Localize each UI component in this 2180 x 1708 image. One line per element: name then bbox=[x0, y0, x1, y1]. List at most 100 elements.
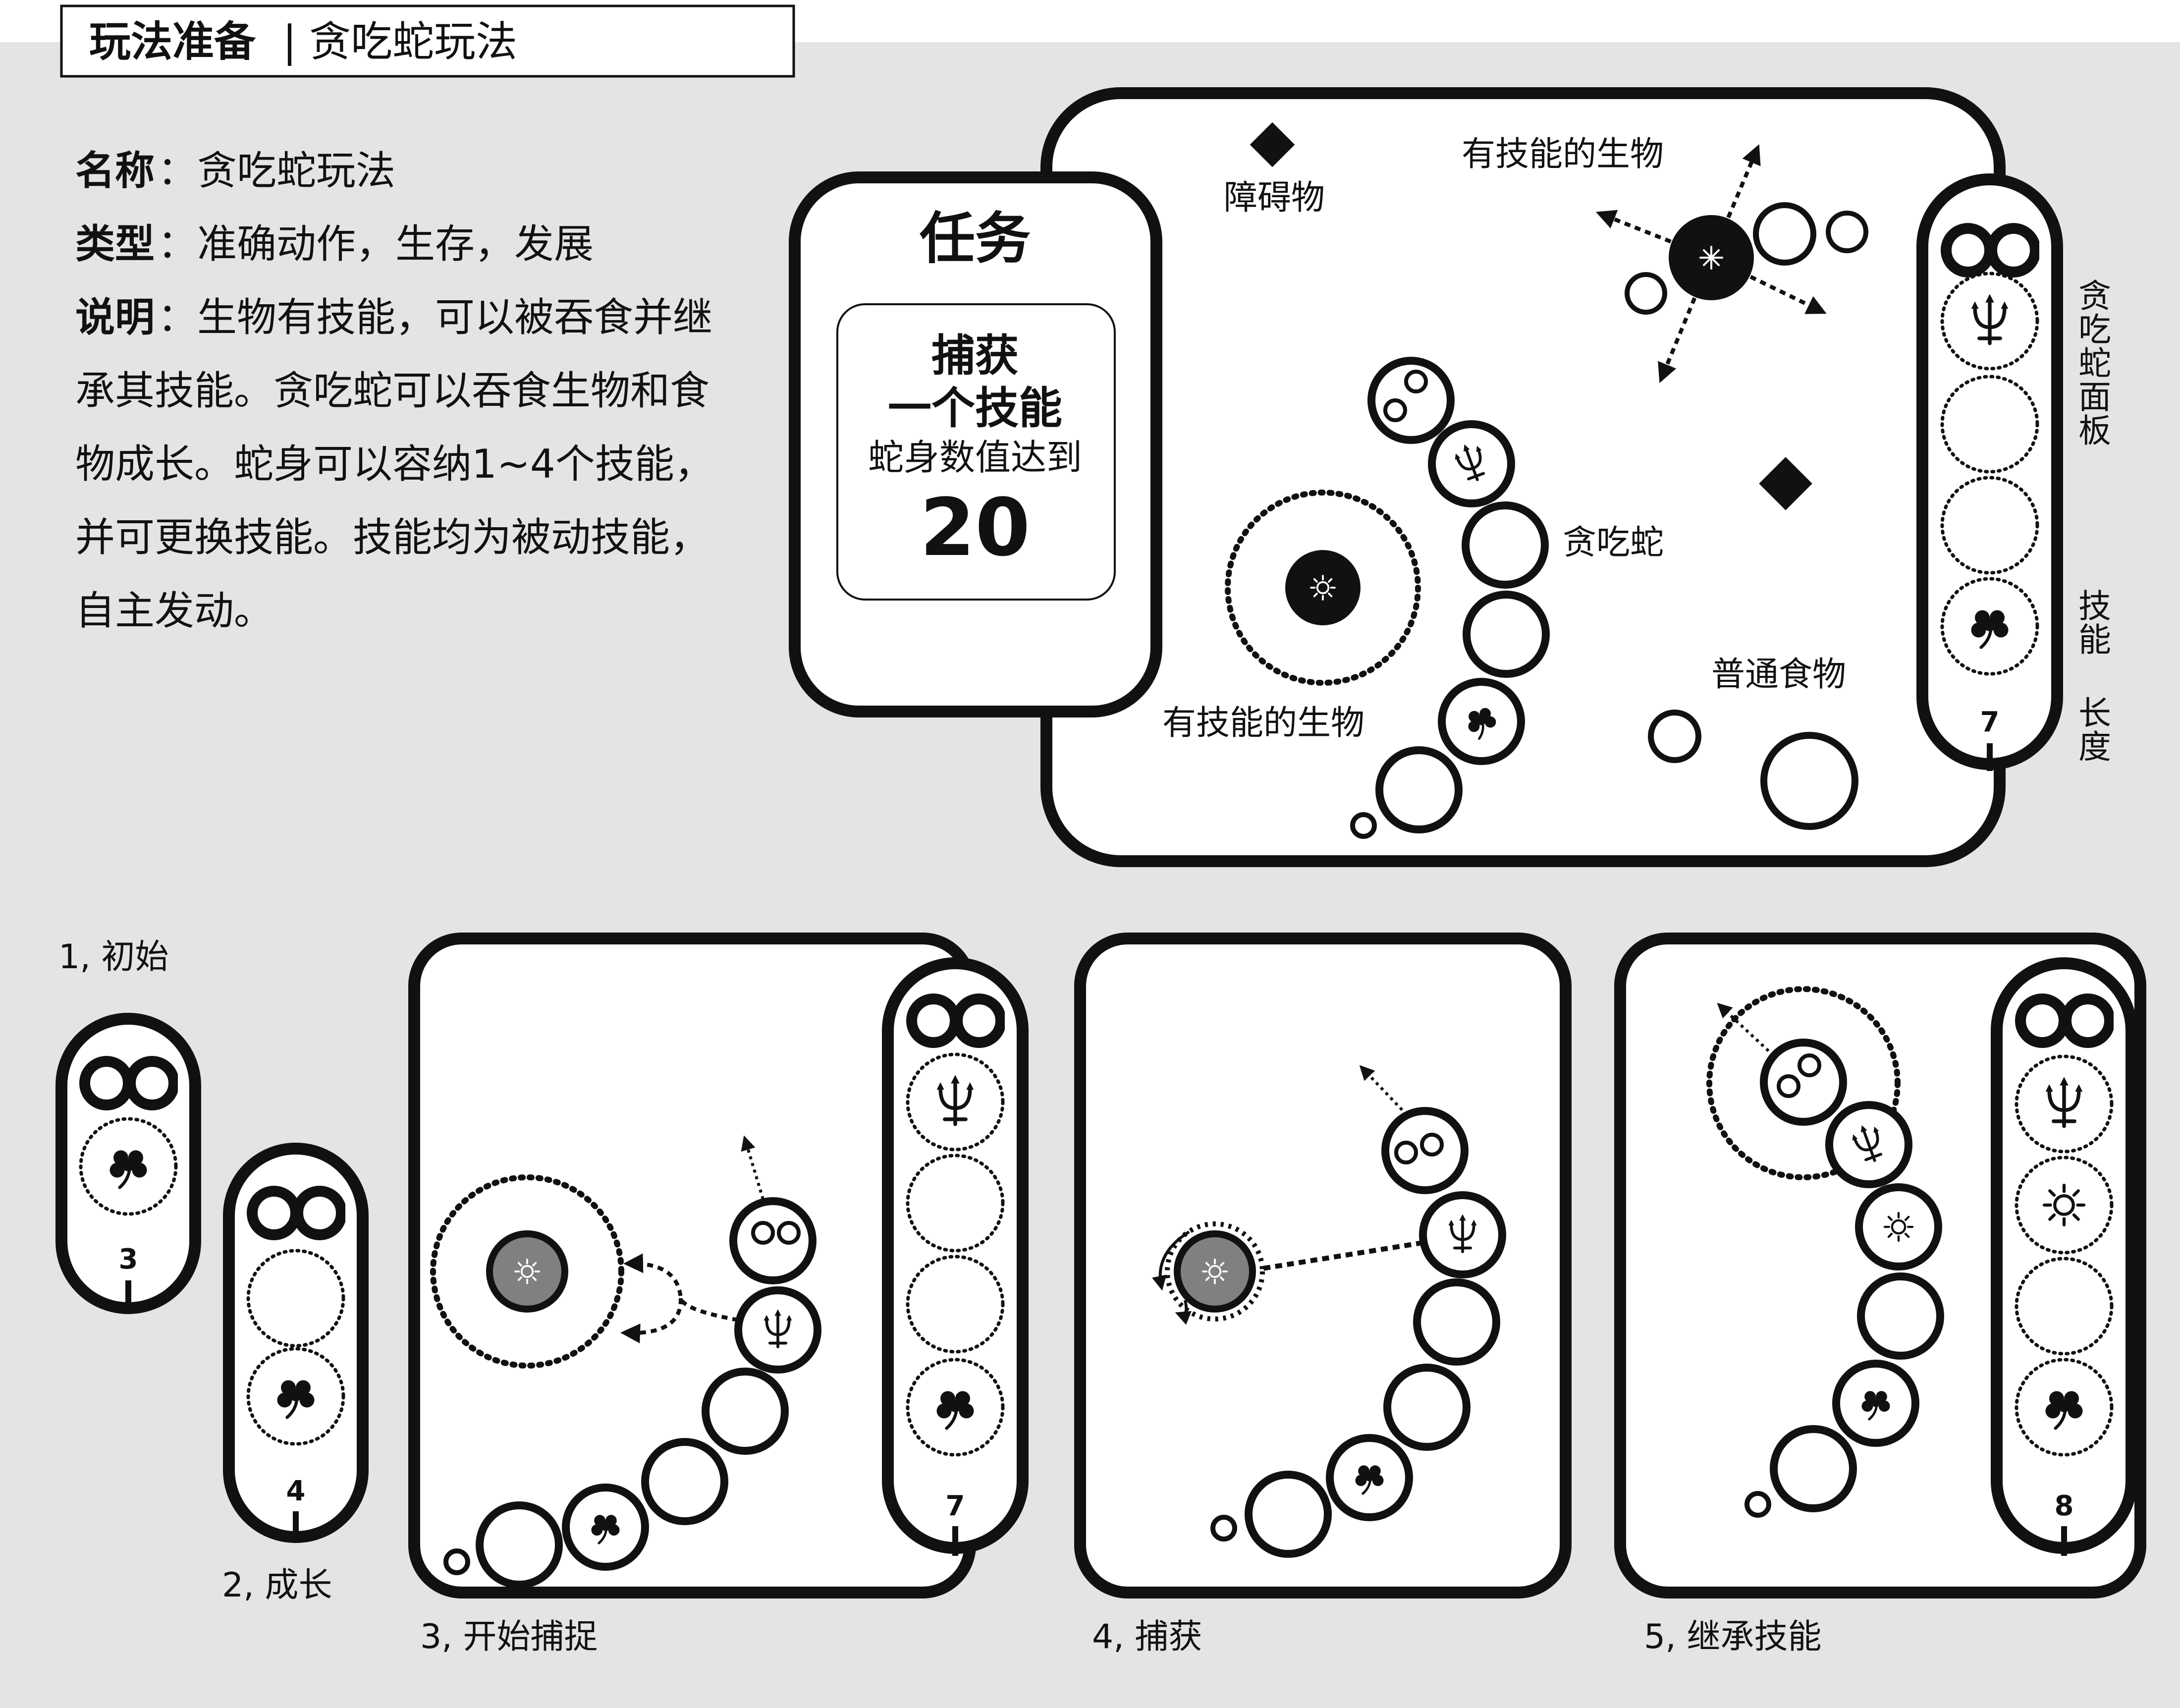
skill-slot bbox=[246, 1347, 345, 1446]
task-line-length: 蛇身数值达到 bbox=[868, 437, 1082, 478]
detection-range bbox=[1706, 986, 1901, 1180]
length-label-char: 度 bbox=[2078, 728, 2111, 766]
skill-slot bbox=[1940, 476, 2039, 575]
step3-scene: 7 bbox=[408, 933, 1029, 1598]
snake bbox=[1350, 357, 1550, 839]
name-label: 名称 bbox=[75, 148, 155, 194]
food-pellet bbox=[1826, 211, 1868, 253]
step4-label: 4, 捕获 bbox=[1092, 1617, 1202, 1656]
step2-length: 4 bbox=[286, 1475, 306, 1507]
capture-ring bbox=[1165, 1221, 1265, 1322]
step1-label: 1, 初始 bbox=[58, 937, 169, 977]
obstacle-label: 障碍物 bbox=[1224, 178, 1325, 218]
snake-label: 贪吃蛇 bbox=[1563, 523, 1664, 562]
snake-tail bbox=[1744, 1491, 1771, 1518]
panel-side-labels: 贪 吃 蛇 面 板 技 能 长 度 bbox=[2078, 277, 2111, 766]
detection-range bbox=[1225, 490, 1421, 686]
desc-line-1: ：生物有技能，可以被吞食并继 bbox=[158, 294, 712, 340]
snake-segment bbox=[1375, 746, 1463, 833]
type-value: ：准确动作，生存，发展 bbox=[158, 221, 594, 267]
panel-label-char: 面 bbox=[2078, 378, 2111, 416]
desc-line-3: 物成长。蛇身可以容纳1~4个技能， bbox=[75, 441, 714, 487]
skill-creature bbox=[486, 1230, 568, 1313]
snake-segment bbox=[1857, 1272, 1944, 1360]
panel-label-char: 贪 bbox=[2078, 277, 2111, 315]
snake-segment bbox=[1413, 1278, 1500, 1366]
step3-length: 7 bbox=[946, 1490, 965, 1522]
step2-label: 2, 成长 bbox=[222, 1566, 332, 1605]
obstacle-diamond-icon bbox=[1250, 122, 1295, 167]
spin-arrow bbox=[1175, 1300, 1192, 1325]
panel-label-char: 吃 bbox=[2078, 311, 2111, 349]
header-title-bold: 玩法准备 bbox=[89, 17, 256, 66]
skill-creature bbox=[1285, 550, 1361, 625]
skill-slot bbox=[1940, 272, 2039, 371]
eye-icon bbox=[1798, 1053, 1821, 1077]
panel-label-char: 板 bbox=[2078, 412, 2111, 450]
snake-segment bbox=[1463, 591, 1550, 678]
snake-tail bbox=[1350, 812, 1377, 839]
main-scene-frame bbox=[1040, 87, 2006, 867]
skill-slot bbox=[906, 1052, 1005, 1152]
snake-segment bbox=[641, 1438, 728, 1525]
snake-segment bbox=[476, 1501, 563, 1589]
eye-icon bbox=[1420, 1133, 1444, 1157]
creature-label-left: 有技能的生物 bbox=[1162, 704, 1364, 743]
step1-panel: 3 bbox=[55, 1013, 201, 1314]
snake-panel-frame bbox=[882, 957, 1029, 1554]
snake-segment bbox=[1462, 501, 1549, 589]
snake-panel-frame bbox=[1916, 173, 2063, 770]
skill-slot bbox=[906, 1358, 1005, 1457]
eye-icon bbox=[751, 1221, 775, 1245]
task-goal-box bbox=[836, 303, 1116, 601]
step3-label: 3, 开始捕捉 bbox=[420, 1617, 598, 1656]
snake-segment bbox=[702, 1368, 789, 1455]
eye-icon bbox=[1383, 398, 1407, 422]
star-cross-icon bbox=[1699, 246, 1723, 270]
step4-scene bbox=[1074, 933, 1572, 1598]
task-card: 任务 捕获 一个技能 蛇身数值达到 20 bbox=[789, 171, 1162, 717]
length-label-char: 长 bbox=[2078, 694, 2111, 732]
skill-slot bbox=[1940, 577, 2039, 676]
direction-arrow bbox=[1359, 1065, 1404, 1111]
main-scene: 任务 捕获 一个技能 蛇身数值达到 20 障碍物 有技能的生物 有技能的生物 bbox=[789, 87, 2111, 867]
capture-line bbox=[1262, 1240, 1423, 1271]
header-box bbox=[60, 4, 795, 78]
skill-label-char: 能 bbox=[2078, 621, 2111, 659]
detection-range bbox=[430, 1174, 624, 1369]
snake-panel-frame bbox=[1991, 957, 2137, 1554]
desc-line-2: 承其技能。贪吃蛇可以吞食生物和食 bbox=[75, 368, 709, 414]
panel-label-char: 蛇 bbox=[2078, 344, 2111, 383]
task-line-skill: 一个技能 bbox=[888, 383, 1062, 434]
desc-line-5: 自主发动。 bbox=[75, 588, 273, 634]
snake-tail bbox=[443, 1548, 470, 1575]
task-line-capture: 捕获 bbox=[931, 330, 1019, 381]
food-pellet bbox=[1753, 202, 1816, 266]
snake-panel: 7 bbox=[1916, 173, 2063, 771]
food-label: 普通食物 bbox=[1711, 655, 1846, 694]
header-separator: | bbox=[282, 17, 297, 66]
desc-line-4: 并可更换技能。技能均为被动技能， bbox=[75, 514, 709, 560]
task-target-value: 20 bbox=[920, 481, 1031, 574]
food-pellet bbox=[1625, 272, 1667, 315]
skill-label-char: 技 bbox=[2078, 587, 2111, 625]
eye-icon bbox=[1394, 1141, 1418, 1164]
snake-segment bbox=[1855, 1183, 1942, 1270]
skill-slot bbox=[246, 1249, 345, 1348]
panel-length-value: 7 bbox=[1980, 706, 2000, 738]
snake-tail bbox=[1210, 1515, 1237, 1542]
snake-head bbox=[729, 1197, 817, 1284]
desc-label: 说明 bbox=[75, 294, 155, 340]
skill-slot bbox=[1940, 375, 2039, 474]
skill-slot bbox=[2015, 1257, 2114, 1356]
eye-icon bbox=[1404, 370, 1428, 393]
type-label: 类型 bbox=[75, 221, 155, 267]
skill-creature bbox=[1174, 1230, 1256, 1313]
skill-slot bbox=[2015, 1156, 2114, 1255]
step5-scene: 8 bbox=[1614, 933, 2146, 1598]
skill-slot bbox=[79, 1117, 178, 1216]
task-card-title: 任务 bbox=[920, 207, 1031, 271]
eye-icon bbox=[777, 1221, 801, 1245]
step5-length: 8 bbox=[2055, 1490, 2074, 1522]
creature-label-top: 有技能的生物 bbox=[1462, 135, 1664, 174]
